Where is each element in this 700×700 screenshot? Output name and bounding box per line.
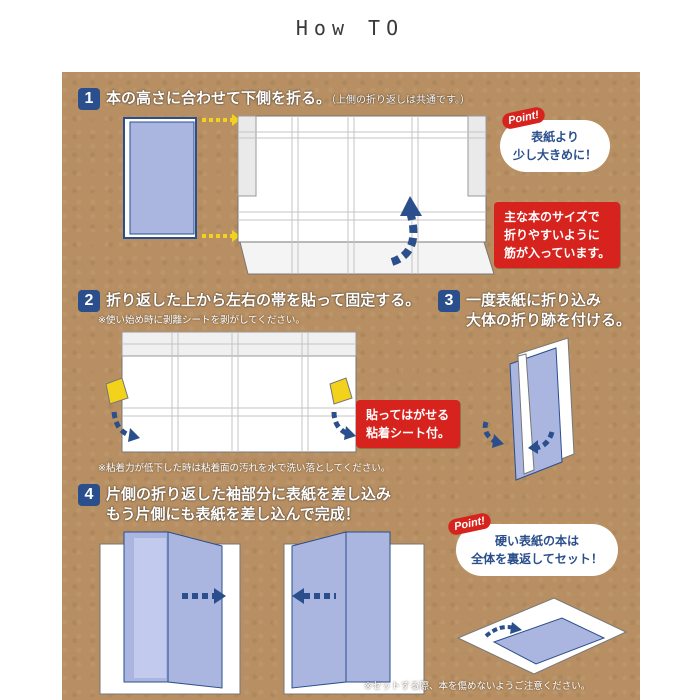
step3-title-line-2: 大体の折り跡を付ける。 xyxy=(466,311,632,329)
step3-illustration xyxy=(482,337,575,481)
step2-illustration xyxy=(105,331,357,453)
step4-point-line-2: 全体を裏返してセット！ xyxy=(471,552,603,566)
step2-callout: 貼ってはがせる 粘着シート付。 xyxy=(356,400,461,448)
step4-title: 片側の折り返した袖部分に表紙を差し込み もう片側にも表紙を差し込んで完成！ xyxy=(106,484,391,524)
step1-title: 本の高さに合わせて下側を折る。（上側の折り返しは共通です。） xyxy=(106,88,470,111)
step1-callout-line-3: 筋が入っています。 xyxy=(504,246,611,260)
step4-point-bubble: 硬い表紙の本は 全体を裏返してセット！ xyxy=(456,524,618,576)
step3-title-line-1: 一度表紙に折り込み xyxy=(466,291,602,309)
step1-callout: 主な本のサイズで 折りやすいように 筋が入っています。 xyxy=(494,202,621,268)
step1-point-line-2: 少し大きめに！ xyxy=(512,148,597,162)
step4-note: ※セットする際、本を傷めないようご注意ください。 xyxy=(364,681,591,692)
step4-title-line-1: 片側の折り返した袖部分に表紙を差し込み xyxy=(106,485,392,503)
step1-callout-line-1: 主な本のサイズで xyxy=(504,210,600,224)
step1-illustration xyxy=(123,114,495,275)
step2-note-top: ※使い始め時に剥離シートを剥がしてください。 xyxy=(98,315,305,326)
step4-point-line-1: 硬い表紙の本は xyxy=(494,534,579,548)
step3-title: 一度表紙に折り込み 大体の折り跡を付ける。 xyxy=(466,290,631,330)
step4-title-line-2: もう片側にも表紙を差し込んで完成！ xyxy=(106,505,360,523)
step1-point-line-1: 表紙より xyxy=(531,130,579,144)
step-number-1: 1 xyxy=(78,88,100,110)
page-title: How TO xyxy=(295,16,405,40)
step-number-2: 2 xyxy=(78,290,100,312)
step2-note-bottom: ※粘着力が低下した時は粘着面の汚れを水で洗い落としてください。 xyxy=(98,463,391,474)
step1-callout-line-2: 折りやすいように xyxy=(504,228,600,242)
step-number-3: 3 xyxy=(438,290,460,312)
step1-point-bubble: 表紙より 少し大きめに！ xyxy=(500,120,610,172)
step-number-4: 4 xyxy=(78,484,100,506)
step1-title-text: 本の高さに合わせて下側を折る。 xyxy=(106,89,332,107)
step4-hardcover-illustration xyxy=(456,597,628,675)
step2-callout-line-1: 貼ってはがせる xyxy=(366,408,450,422)
step2-title: 折り返した上から左右の帯を貼って固定する。 xyxy=(106,291,421,309)
instruction-board: 1 本の高さに合わせて下側を折る。（上側の折り返しは共通です。） 表紙より 少し… xyxy=(62,72,640,700)
step2-callout-line-2: 粘着シート付。 xyxy=(366,426,451,440)
step4-illustration xyxy=(99,531,425,695)
step1-subtitle: （上側の折り返しは共通です。） xyxy=(331,95,471,106)
